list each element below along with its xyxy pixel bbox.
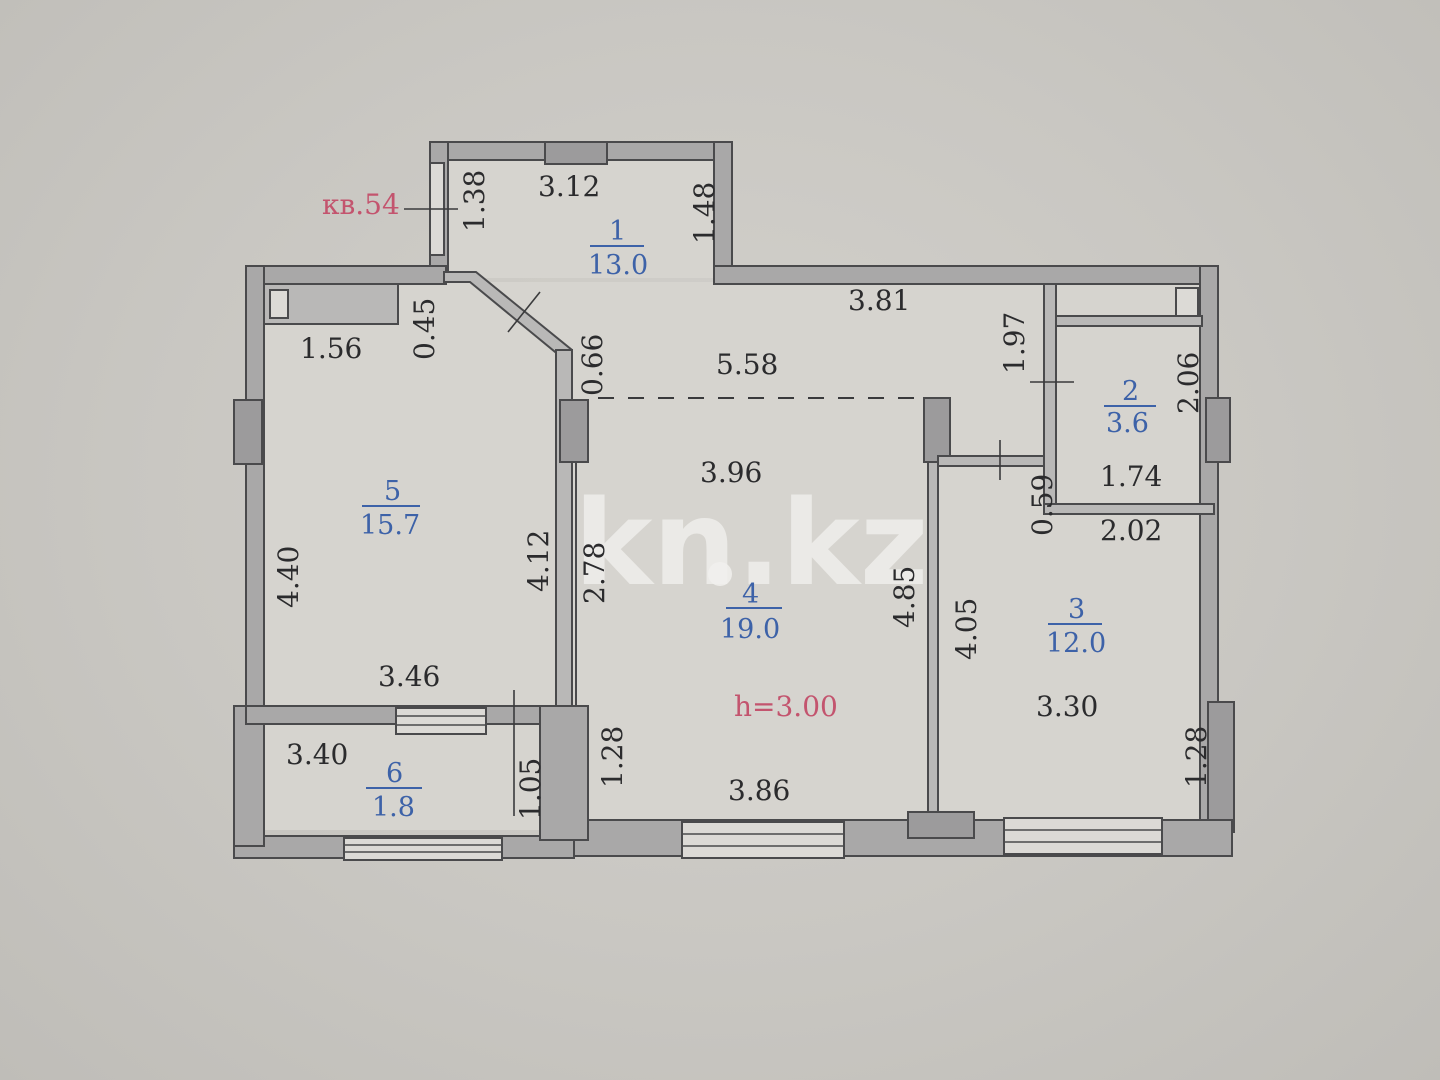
svg-text:5.58: 5.58 bbox=[716, 348, 778, 381]
svg-text:3.12: 3.12 bbox=[538, 170, 600, 203]
svg-text:13.0: 13.0 bbox=[588, 250, 648, 281]
watermark-home-icon bbox=[708, 562, 732, 586]
room-2-label: 2 3.6 bbox=[1104, 376, 1156, 439]
svg-text:4.12: 4.12 bbox=[522, 530, 555, 592]
svg-text:3.40: 3.40 bbox=[286, 738, 348, 771]
svg-text:2.06: 2.06 bbox=[1172, 352, 1205, 414]
svg-text:1.38: 1.38 bbox=[458, 170, 491, 232]
svg-text:1.56: 1.56 bbox=[300, 332, 362, 365]
svg-text:1.28: 1.28 bbox=[596, 726, 629, 788]
watermark: kn.kz bbox=[574, 474, 928, 612]
svg-text:1.48: 1.48 bbox=[688, 182, 721, 244]
svg-text:3.6: 3.6 bbox=[1106, 408, 1149, 439]
svg-text:5: 5 bbox=[384, 476, 401, 507]
svg-text:4.40: 4.40 bbox=[272, 546, 305, 608]
room-3-label: 3 12.0 bbox=[1046, 594, 1106, 659]
interior-walls bbox=[263, 271, 1215, 813]
svg-text:3.46: 3.46 bbox=[378, 660, 440, 693]
svg-text:1.97: 1.97 bbox=[998, 312, 1031, 374]
svg-text:12.0: 12.0 bbox=[1046, 628, 1106, 659]
svg-text:4: 4 bbox=[742, 579, 759, 610]
svg-text:1.74: 1.74 bbox=[1100, 460, 1162, 493]
svg-text:1.28: 1.28 bbox=[1180, 726, 1213, 788]
svg-text:1.8: 1.8 bbox=[372, 792, 415, 823]
svg-text:1: 1 bbox=[609, 216, 626, 247]
svg-text:3.30: 3.30 bbox=[1036, 690, 1098, 723]
room-1-label: 1 13.0 bbox=[588, 216, 648, 281]
svg-text:2.78: 2.78 bbox=[578, 542, 611, 604]
svg-text:0.66: 0.66 bbox=[576, 334, 609, 396]
svg-text:4.05: 4.05 bbox=[950, 598, 983, 660]
svg-text:3: 3 bbox=[1068, 594, 1085, 625]
svg-text:3.96: 3.96 bbox=[700, 456, 762, 489]
svg-text:2.02: 2.02 bbox=[1100, 514, 1162, 547]
svg-text:3.81: 3.81 bbox=[848, 284, 910, 317]
svg-text:19.0: 19.0 bbox=[720, 614, 780, 645]
room-4-label: 4 19.0 bbox=[720, 579, 782, 645]
svg-text:1.05: 1.05 bbox=[514, 758, 547, 820]
apartment-label: кв.54 bbox=[322, 188, 400, 221]
windows bbox=[343, 707, 1163, 861]
svg-text:15.7: 15.7 bbox=[360, 510, 420, 541]
svg-text:0.45: 0.45 bbox=[408, 298, 441, 360]
ceiling-height: h=3.00 bbox=[734, 690, 838, 723]
svg-text:3.86: 3.86 bbox=[728, 774, 790, 807]
dimension-labels: 3.12 3.81 5.58 1.56 1.74 2.02 3.96 3.86 … bbox=[272, 170, 1213, 820]
svg-text:2: 2 bbox=[1122, 376, 1139, 407]
svg-text:6: 6 bbox=[386, 758, 403, 789]
svg-text:0.59: 0.59 bbox=[1026, 474, 1059, 536]
svg-text:4.85: 4.85 bbox=[888, 566, 921, 628]
room-5-label: 5 15.7 bbox=[360, 476, 420, 541]
room-6-label: 6 1.8 bbox=[366, 758, 422, 823]
